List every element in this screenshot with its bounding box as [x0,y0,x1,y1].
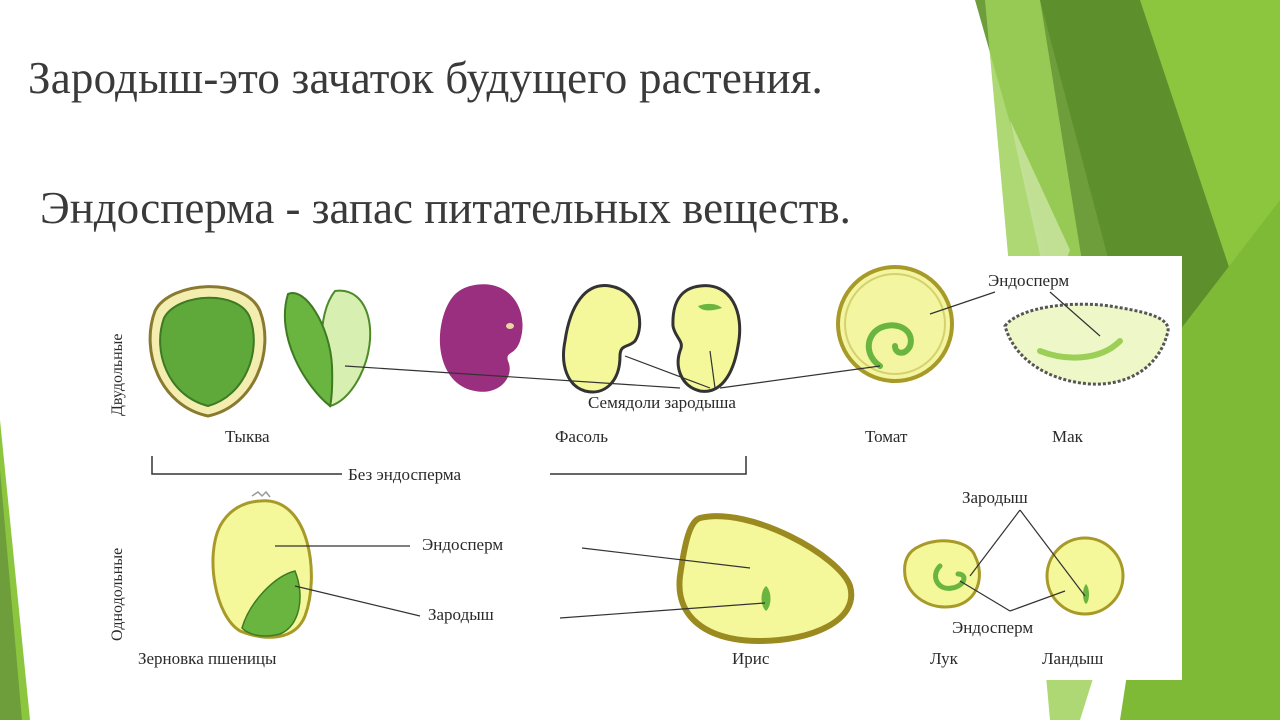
wheat-grain-illustration [211,490,313,639]
label-tomato: Томат [865,427,908,446]
onion-seed-illustration [903,539,981,609]
bean-halves-illustration [562,284,742,394]
label-lily: Ландыш [1042,649,1103,668]
label-iris: Ирис [732,649,770,668]
slide-title: Зародыш-это зачаток будущего растения. [28,53,823,103]
label-cotyledons: Семядоли зародыша [588,393,736,412]
label-wheat: Зерновка пшеницы [138,649,277,668]
label-endosperm-right: Эндосперм [952,618,1033,637]
slide-subtitle: Эндосперма - запас питательных веществ. [40,183,851,233]
bean-seed-illustration [439,284,523,392]
row-label-monocots: Однодольные [109,548,126,641]
label-embryo-right: Зародыш [962,488,1028,507]
pumpkin-seed-illustration [148,285,267,418]
label-onion: Лук [930,649,959,668]
label-no-endosperm: Без эндосперма [348,465,462,484]
label-pumpkin: Тыква [225,427,270,446]
label-embryo-mid: Зародыш [428,605,494,624]
no-endosperm-bracket [151,456,747,475]
leader-lines-top [344,291,1101,389]
label-poppy: Мак [1052,427,1084,446]
poppy-seed-illustration [1003,302,1170,386]
seed-structure-diagram: Двудольные Однодольные [90,256,1182,680]
tomato-seed-illustration [836,265,954,383]
iris-seed-illustration [676,513,855,645]
pumpkin-cotyledons-illustration [283,289,372,408]
label-bean: Фасоль [555,427,608,446]
label-endosperm-top: Эндосперм [988,271,1069,290]
label-endosperm-mid: Эндосперм [422,535,503,554]
lily-seed-illustration [1045,536,1125,616]
row-label-dicots: Двудольные [109,333,126,416]
leader-lines-bottom [275,509,1086,619]
